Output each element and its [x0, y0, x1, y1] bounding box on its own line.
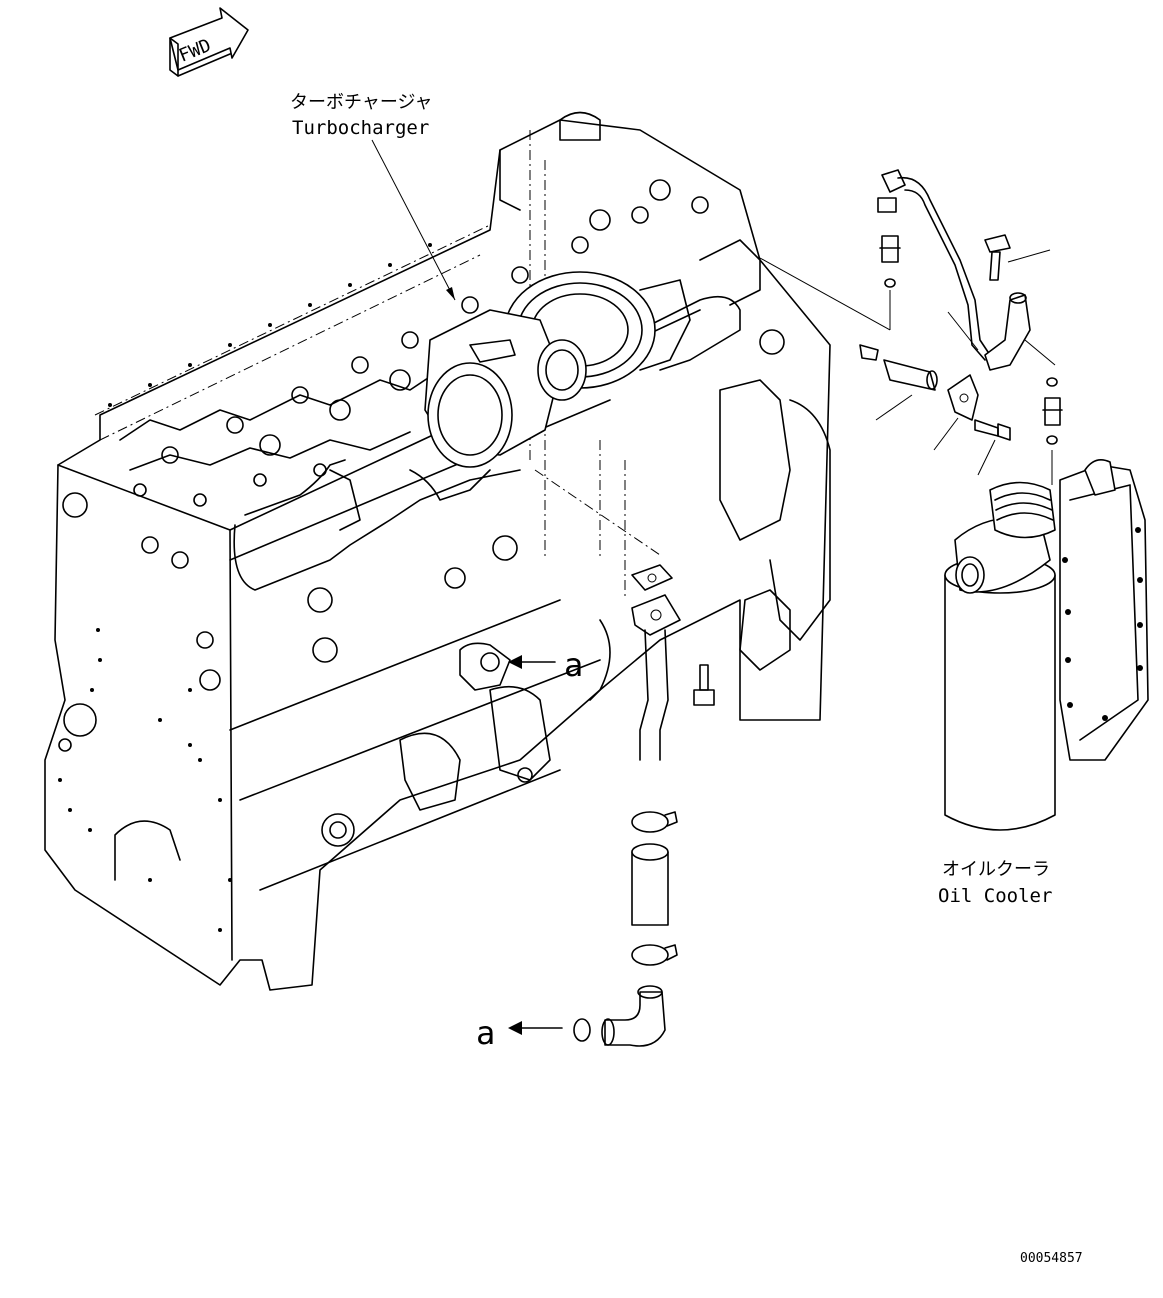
- o-ring-lower: [573, 1018, 591, 1042]
- tube-clip: [859, 344, 938, 391]
- oil-supply-line-assembly: [759, 169, 1063, 485]
- bracket: [947, 374, 979, 421]
- oil-drain-tube-assembly: [534, 440, 715, 1047]
- union-fitting-lower: [1042, 397, 1063, 426]
- elbow-fitting: [984, 292, 1031, 371]
- hose-clamp-lower: [631, 944, 678, 966]
- turbocharger: [424, 271, 691, 468]
- ref-a-upper-label: a: [564, 646, 583, 684]
- bolt-bracket: [974, 419, 1011, 441]
- elbow-tube: [601, 985, 666, 1047]
- oil-cooler-label-en: Oil Cooler: [938, 885, 1052, 907]
- bolt-top: [984, 234, 1011, 281]
- oil-cooler-callout: オイルクーラ Oil Cooler: [938, 859, 1052, 907]
- fwd-arrow-icon: FWD: [169, 7, 249, 77]
- front-plate-bolts: [58, 243, 432, 932]
- cylinder-head: [119, 111, 709, 560]
- banjo-fitting-top: [877, 169, 906, 213]
- oil-cooler: [944, 459, 1149, 831]
- hose: [631, 843, 669, 926]
- union-fitting-top: [879, 235, 901, 263]
- gasket-upper: [631, 564, 673, 591]
- oil-filter: [944, 481, 1056, 831]
- hose-clamp-upper: [631, 811, 678, 833]
- turbocharger-label-jp: ターボチャージャ: [290, 92, 433, 113]
- bolt-drain: [693, 664, 715, 706]
- fwd-label: FWD: [176, 35, 214, 67]
- reference-a-lower: a: [476, 1014, 563, 1052]
- turbocharger-callout: ターボチャージャ Turbocharger: [290, 92, 456, 301]
- block-side-details: [399, 329, 831, 811]
- drawing-number: 00054857: [1020, 1251, 1083, 1266]
- ref-a-lower-label: a: [476, 1014, 495, 1052]
- turbocharger-label-en: Turbocharger: [292, 117, 429, 139]
- engine-block: [44, 111, 831, 991]
- front-face-holes: [58, 492, 518, 881]
- reference-a-upper: a: [508, 646, 583, 684]
- tube-flange: [631, 594, 681, 636]
- oil-cooler-label-jp: オイルクーラ: [942, 859, 1050, 880]
- exhaust-manifold: [233, 239, 761, 591]
